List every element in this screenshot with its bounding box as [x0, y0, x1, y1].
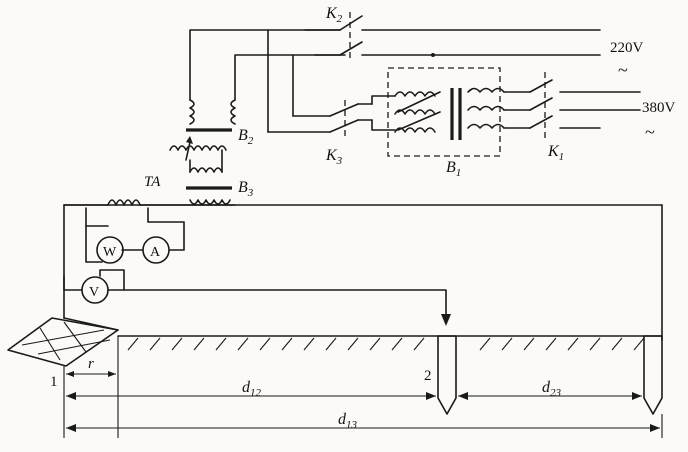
ground-hatch-mark — [171, 337, 183, 351]
switch-k3 — [329, 95, 396, 140]
label-380v: 380V — [642, 100, 676, 116]
ground-hatch-mark — [281, 337, 293, 351]
label-b2: B2 — [238, 127, 254, 147]
label-b3: B3 — [238, 179, 254, 199]
ground-hatch-mark — [303, 337, 315, 351]
switch-k2 — [304, 12, 601, 60]
label-tilde-220: ~ — [618, 60, 628, 80]
label-ta: TA — [144, 174, 161, 190]
ground-surface — [117, 335, 663, 351]
label-k1: K1 — [547, 143, 564, 163]
label-k3: K3 — [325, 147, 343, 167]
ground-hatch-mark — [127, 337, 139, 351]
ground-hatch-mark — [523, 337, 535, 351]
ground-hatch-mark — [413, 337, 425, 351]
ground-hatch-mark — [369, 337, 381, 351]
label-meter-a: A — [150, 245, 161, 260]
ground-hatch-mark — [237, 337, 249, 351]
label-electrode-2: 2 — [424, 368, 432, 384]
label-meter-v: V — [89, 285, 99, 300]
transformer-b3 — [186, 149, 232, 205]
ground-hatch-mark — [589, 337, 601, 351]
label-k2: K2 — [325, 5, 343, 25]
ground-hatch-mark — [545, 337, 557, 351]
ground-hatch-mark — [193, 337, 205, 351]
label-electrode-1: 1 — [50, 374, 58, 390]
ammeter — [142, 236, 170, 264]
ground-hatch-mark — [149, 337, 161, 351]
ground-hatch-mark — [611, 337, 623, 351]
ground-hatch-mark — [567, 337, 579, 351]
top-wiring — [189, 29, 346, 133]
label-220v: 220V — [610, 40, 644, 56]
ground-hatch-mark — [501, 337, 513, 351]
electrode-3-stake — [643, 335, 663, 415]
transformer-b1 — [387, 67, 531, 157]
measurement-circuit — [63, 199, 663, 341]
ground-hatch-mark — [347, 337, 359, 351]
label-tilde-380: ~ — [645, 122, 655, 142]
label-d13: d13 — [338, 411, 358, 431]
wattmeter — [96, 236, 124, 264]
electrode-1-grid — [7, 317, 119, 367]
label-r: r — [88, 356, 94, 372]
transformer-b2 — [169, 99, 236, 161]
ground-hatch-mark — [259, 337, 271, 351]
label-b1: B1 — [446, 159, 461, 179]
dimension-lines — [63, 336, 663, 438]
switch-k1 — [529, 72, 641, 140]
label-d23: d23 — [542, 379, 562, 399]
voltmeter — [81, 276, 109, 304]
label-d12: d12 — [242, 379, 262, 399]
ground-hatch-mark — [391, 337, 403, 351]
ground-hatch-mark — [325, 337, 337, 351]
electrode-2-stake — [437, 335, 457, 415]
ground-hatch-mark — [479, 337, 491, 351]
label-meter-w: W — [103, 245, 117, 260]
ground-hatch-mark — [633, 337, 645, 351]
ground-hatch-mark — [215, 337, 227, 351]
